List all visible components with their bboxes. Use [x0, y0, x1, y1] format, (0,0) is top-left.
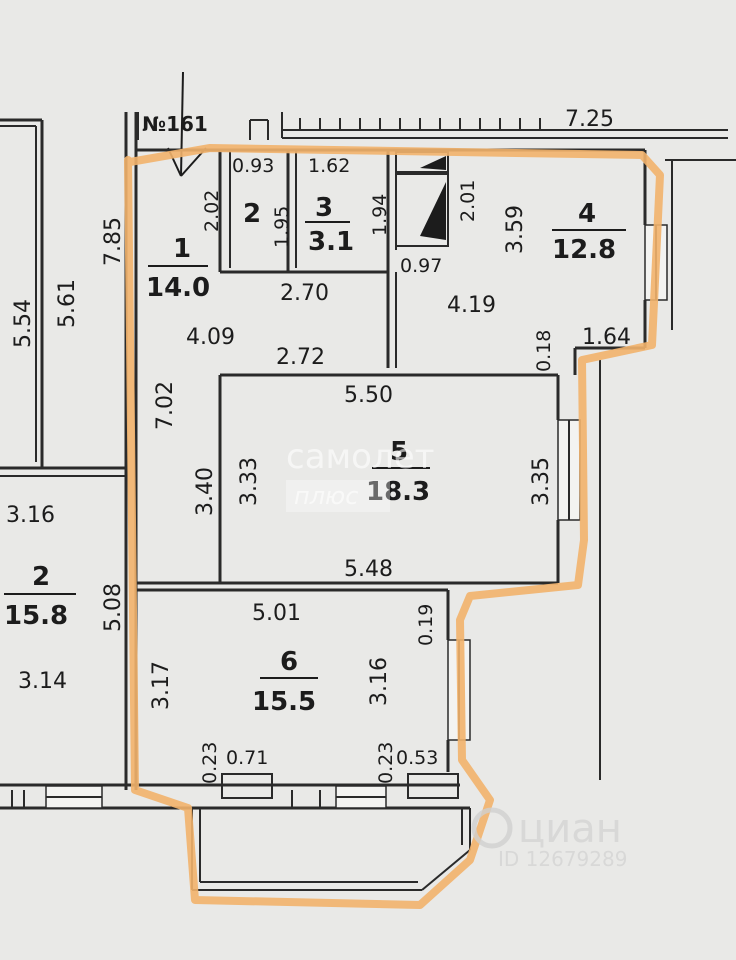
dim-label: 5.48 [344, 557, 393, 582]
room-3-bath: 3 3.1 [305, 193, 354, 257]
radiator [221, 773, 273, 799]
dim-label: 0.23 [199, 742, 221, 784]
room-number: 3 [315, 193, 333, 223]
hatch-ticks [299, 118, 541, 130]
dim-label: 0.71 [226, 747, 268, 769]
room-2-neighbor: 2 15.8 [4, 562, 76, 631]
dim-label: 5.08 [101, 583, 126, 632]
dim-label: 2.01 [457, 180, 479, 222]
dim-label: 1.95 [271, 206, 293, 248]
top-right-dim: 7.25 [565, 107, 614, 132]
room-area: 14.0 [146, 273, 210, 303]
dim-label: 5.01 [252, 601, 301, 626]
dim-label: 1.64 [582, 325, 631, 350]
room-area: 3.1 [308, 227, 354, 257]
dim-label: 0.23 [375, 742, 397, 784]
dimensions-vertical: 2.02 1.95 1.94 2.01 3.59 0.18 7.02 3.40 … [11, 180, 555, 784]
dim-label: 3.35 [529, 457, 554, 506]
dim-label: 0.53 [396, 747, 438, 769]
room-number: 5 [390, 437, 408, 467]
dim-label: 5.61 [55, 279, 80, 328]
dim-label: 3.14 [18, 669, 67, 694]
dim-label: 2.70 [280, 281, 329, 306]
dim-label: 2.02 [201, 190, 223, 232]
dim-label: 3.17 [149, 661, 174, 710]
cian-id: ID 12679289 [498, 847, 627, 871]
dim-label: 3.59 [503, 205, 528, 254]
dim-label: 0.18 [533, 330, 555, 372]
room-number: 6 [280, 647, 298, 677]
door-swing [420, 156, 446, 170]
dim-label: 3.33 [237, 457, 262, 506]
room-area: 12.8 [552, 235, 616, 265]
top-strip: №161 7.25 [137, 107, 728, 140]
apartment-highlight [124, 144, 664, 909]
dim-label: 3.40 [193, 467, 218, 516]
room-number: 1 [173, 234, 191, 264]
plan-number: №161 [142, 112, 208, 136]
room-4: 4 12.8 [552, 199, 626, 265]
dim-label: 3.16 [367, 657, 392, 706]
room-area: 15.5 [252, 687, 316, 717]
samolet-watermark: самолет плюс [286, 437, 434, 512]
wardrobe [395, 173, 449, 247]
room-5: 5 18.3 [366, 437, 430, 507]
room-1: 1 14.0 [146, 234, 210, 303]
room-area: 15.8 [4, 601, 68, 631]
door-swing [420, 182, 446, 240]
dim-label: 0.93 [232, 155, 274, 177]
dim-label: 3.16 [6, 503, 55, 528]
dim-label: 1.94 [369, 194, 391, 236]
dim-label: 7.85 [101, 217, 126, 266]
dim-label: 4.19 [447, 293, 496, 318]
cian-watermark: циан ID 12679289 [471, 806, 627, 871]
dim-label: 5.50 [344, 383, 393, 408]
room-2-bath: 2 [243, 199, 261, 229]
room-area: 18.3 [366, 477, 430, 507]
dim-label: 1.62 [308, 155, 350, 177]
dim-label: 2.72 [276, 345, 325, 370]
room-number: 2 [32, 562, 50, 592]
dim-label: 0.97 [400, 255, 442, 277]
dimensions-horizontal: 0.93 1.62 0.97 2.70 4.19 4.09 2.72 1.64 … [6, 155, 631, 769]
cian-text: циан [518, 806, 622, 852]
dim-label: 4.09 [186, 325, 235, 350]
plus-text: плюс [294, 482, 358, 510]
dim-label: 7.02 [153, 381, 178, 430]
room-number: 2 [243, 199, 261, 229]
samolet-text: самолет [286, 437, 434, 477]
radiator [407, 773, 459, 799]
dim-label: 0.19 [415, 604, 437, 646]
room-number: 4 [578, 199, 596, 229]
cian-logo-icon [471, 807, 513, 849]
dim-label: 5.54 [11, 299, 36, 348]
room-6: 6 15.5 [252, 647, 318, 717]
